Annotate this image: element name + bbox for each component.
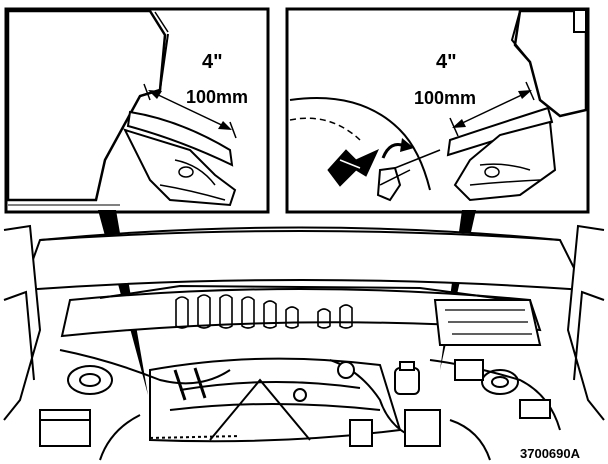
left-fender — [3, 224, 42, 421]
left-strut-tower — [67, 365, 113, 395]
right-dimension-mm: 100mm — [414, 88, 476, 108]
rotation-arrow-icon — [381, 138, 414, 159]
left-hood-arm — [126, 110, 234, 167]
figure-id: 3700690A — [520, 446, 581, 461]
battery — [39, 409, 91, 447]
right-measurement — [449, 81, 535, 137]
cowl-vent-slots — [175, 294, 353, 329]
right-fender — [566, 224, 605, 421]
raised-hood — [20, 226, 587, 292]
brake-fluid-reservoir — [394, 367, 420, 395]
direction-arrow-icon — [327, 148, 380, 187]
engine-bay — [3, 224, 605, 461]
hood-clip — [376, 166, 402, 202]
right-inset: 4" 100mm — [285, 7, 590, 214]
right-dimension-inches: 4" — [436, 51, 457, 73]
cowl-panel — [60, 288, 542, 338]
left-dimension-mm: 100mm — [186, 87, 248, 107]
left-inset: 4" 100mm — [4, 7, 270, 214]
left-measurement — [143, 83, 237, 139]
left-dimension-inches: 4" — [202, 51, 223, 73]
